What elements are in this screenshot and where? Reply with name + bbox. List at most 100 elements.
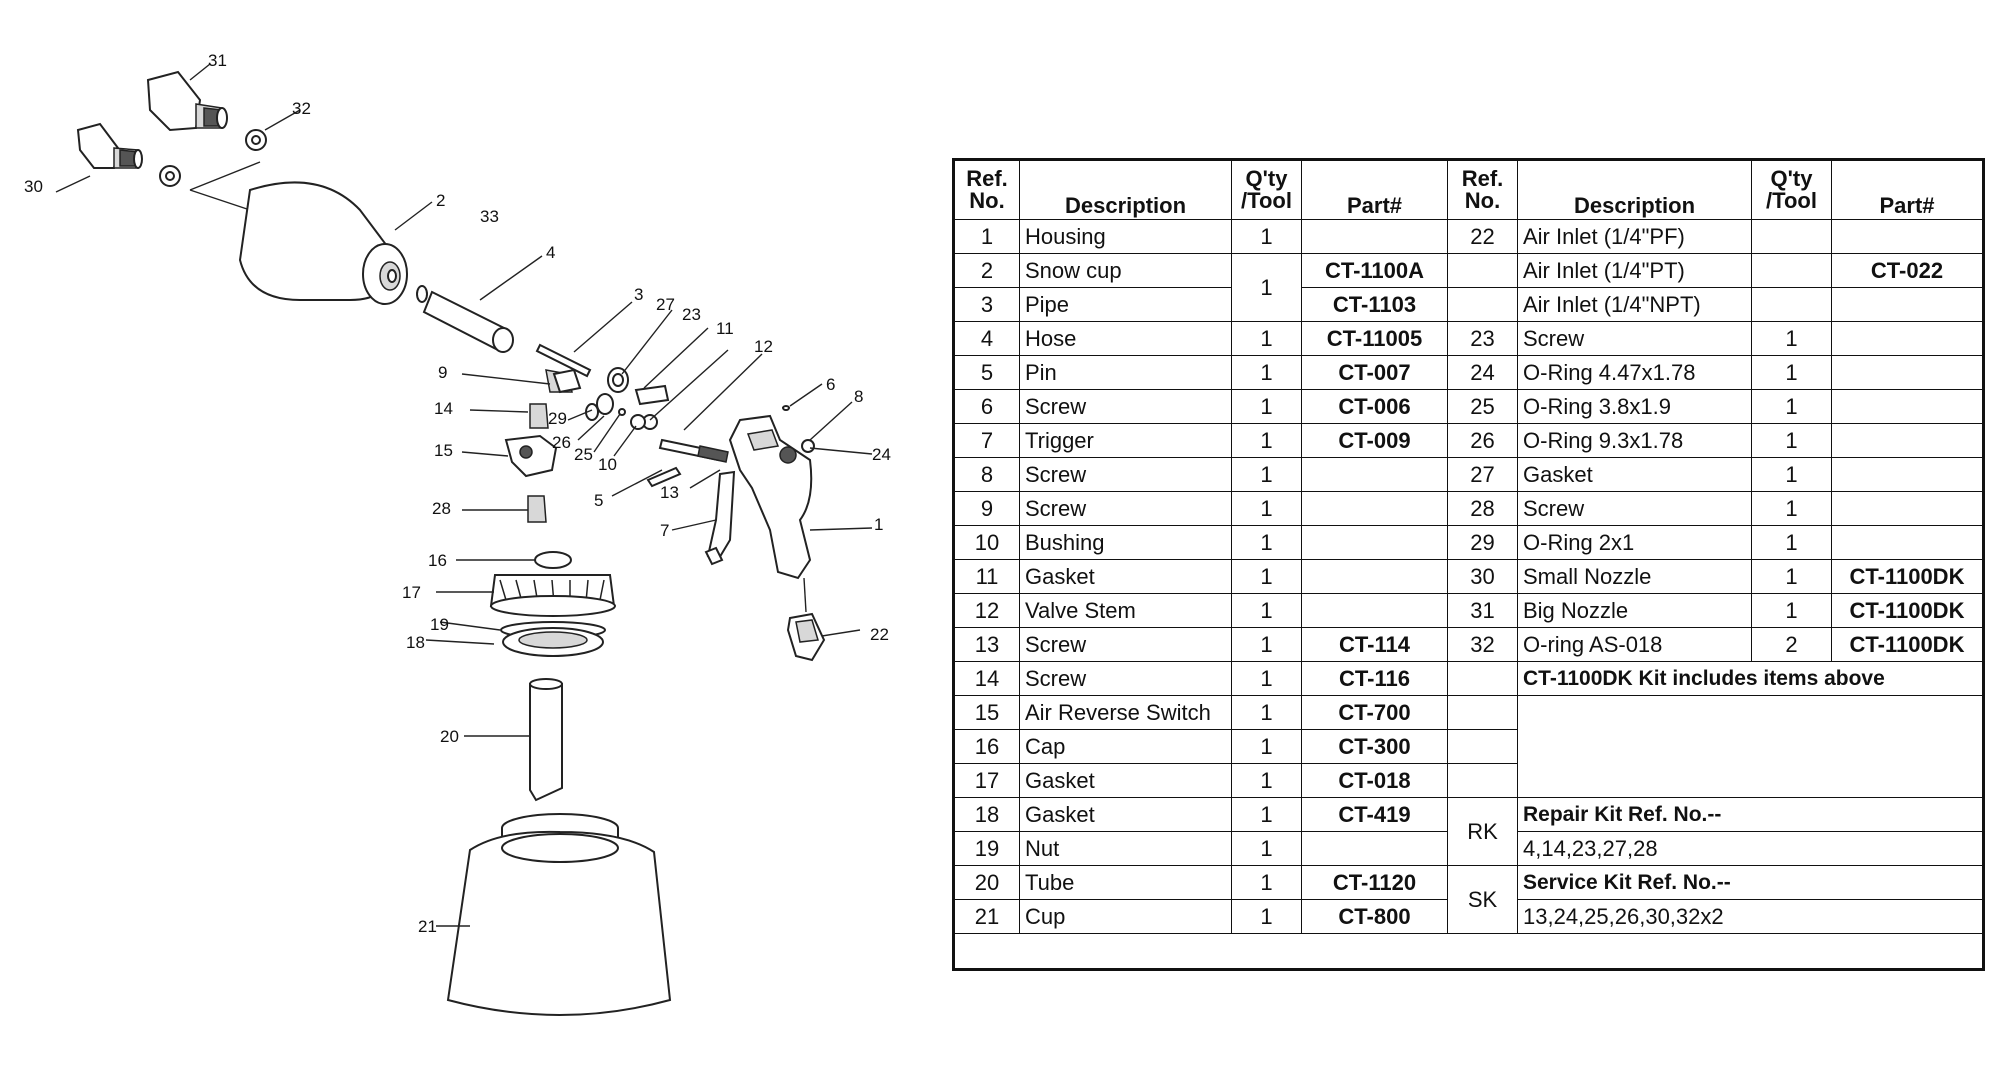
description-cell: Hose xyxy=(1019,321,1232,356)
ref-cell: 1 xyxy=(953,219,1020,254)
callout-6: 6 xyxy=(826,375,835,394)
table-row: 5 Pin 1 CT-007 24 O-Ring 4.47x1.78 1 xyxy=(953,355,1984,390)
qty-cell: 1 xyxy=(1231,457,1302,492)
qty-cell: 1 xyxy=(1231,559,1302,594)
header-description: Description xyxy=(1019,159,1232,220)
callout-22: 22 xyxy=(870,625,889,644)
part-cell xyxy=(1831,219,1984,254)
header-ref-no-right: Ref. No. xyxy=(1447,159,1518,220)
callout-8: 8 xyxy=(854,387,863,406)
qty-cell: 1 xyxy=(1231,661,1302,696)
description-cell: O-ring AS-018 xyxy=(1517,627,1752,662)
callout-17: 17 xyxy=(402,583,421,602)
ref-cell: 23 xyxy=(1447,321,1518,356)
callout-labels: 31 32 30 2 33 4 3 27 23 11 12 6 8 9 14 2… xyxy=(24,51,891,936)
ref-cell: 8 xyxy=(953,457,1020,492)
callout-15: 15 xyxy=(434,441,453,460)
callout-31: 31 xyxy=(208,51,227,70)
table-row: 21 Cup 1 CT-800 13,24,25,26,30,32x2 xyxy=(953,899,1984,934)
ref-cell: 17 xyxy=(953,763,1020,798)
header-part-no-right: Part# xyxy=(1831,159,1984,220)
description-cell: Valve Stem xyxy=(1019,593,1232,628)
description-cell: Pin xyxy=(1019,355,1232,390)
callout-2: 2 xyxy=(436,191,445,210)
qty-cell: 1 xyxy=(1231,831,1302,866)
header-qty: Q'ty /Tool xyxy=(1231,159,1302,220)
switch-parts xyxy=(504,368,582,523)
empty-block xyxy=(1517,695,1984,798)
part-cell: CT-11005 xyxy=(1301,321,1448,356)
part-cell xyxy=(1831,355,1984,390)
callout-10: 10 xyxy=(598,455,617,474)
table-row: 7 Trigger 1 CT-009 26 O-Ring 9.3x1.78 1 xyxy=(953,423,1984,458)
ref-cell: 16 xyxy=(953,729,1020,764)
description-cell: Screw xyxy=(1019,491,1232,526)
part-cell xyxy=(1831,525,1984,560)
table-row: 11 Gasket 1 30 Small Nozzle 1 CT-1100DK xyxy=(953,559,1984,594)
part-cell xyxy=(1301,219,1448,254)
hose-part xyxy=(416,285,592,378)
part-cell xyxy=(1831,491,1984,526)
description-cell: Screw xyxy=(1019,457,1232,492)
callout-16: 16 xyxy=(428,551,447,570)
qty-cell: 1 xyxy=(1231,899,1302,934)
table-row: 10 Bushing 1 29 O-Ring 2x1 1 xyxy=(953,525,1984,560)
part-cell: CT-1100DK xyxy=(1831,627,1984,662)
table-row: 8 Screw 1 27 Gasket 1 xyxy=(953,457,1984,492)
empty-cell xyxy=(1447,695,1518,730)
header-qty-right: Q'ty /Tool xyxy=(1751,159,1832,220)
part-cell: CT-007 xyxy=(1301,355,1448,390)
callout-25: 25 xyxy=(574,445,593,464)
callout-13: 13 xyxy=(660,483,679,502)
description-cell: Gasket xyxy=(1019,763,1232,798)
part-cell xyxy=(1831,287,1984,322)
qty-cell: 1 xyxy=(1751,389,1832,424)
description-cell: Big Nozzle xyxy=(1517,593,1752,628)
part-cell: CT-006 xyxy=(1301,389,1448,424)
callout-12: 12 xyxy=(754,337,773,356)
part-cell: CT-116 xyxy=(1301,661,1448,696)
empty-cell xyxy=(1447,729,1518,764)
callout-19: 19 xyxy=(430,615,449,634)
qty-cell xyxy=(1751,219,1832,254)
empty-footer-cell xyxy=(953,933,1984,970)
callout-32: 32 xyxy=(292,99,311,118)
ref-cell: 20 xyxy=(953,865,1020,900)
ref-cell: 5 xyxy=(953,355,1020,390)
callout-26: 26 xyxy=(552,433,571,452)
part-cell xyxy=(1831,321,1984,356)
ref-cell: 2 xyxy=(953,253,1020,288)
ref-cell: 32 xyxy=(1447,627,1518,662)
description-cell: Screw xyxy=(1019,627,1232,662)
qty-cell: 1 xyxy=(1231,627,1302,662)
part-cell xyxy=(1301,525,1448,560)
description-cell: Gasket xyxy=(1517,457,1752,492)
ref-cell: 9 xyxy=(953,491,1020,526)
ref-cell: 13 xyxy=(953,627,1020,662)
table-row: 9 Screw 1 28 Screw 1 xyxy=(953,491,1984,526)
ref-cell: 26 xyxy=(1447,423,1518,458)
part-cell xyxy=(1831,423,1984,458)
service-kit-ref: SK xyxy=(1447,865,1518,934)
part-cell: CT-1100A xyxy=(1301,253,1448,288)
qty-cell: 1 xyxy=(1751,559,1832,594)
description-cell: Air Reverse Switch xyxy=(1019,695,1232,730)
ref-cell: 7 xyxy=(953,423,1020,458)
ref-cell: 24 xyxy=(1447,355,1518,390)
leader-lines xyxy=(55,63,873,927)
ref-cell: 10 xyxy=(953,525,1020,560)
qty-cell: 1 xyxy=(1751,423,1832,458)
ref-cell: 4 xyxy=(953,321,1020,356)
qty-cell: 1 xyxy=(1231,321,1302,356)
o-ring-32-part xyxy=(159,129,267,211)
table-row: 2 Snow cup 1 CT-1100A Air Inlet (1/4"PT)… xyxy=(953,253,1984,322)
description-cell: Nut xyxy=(1019,831,1232,866)
ref-cell: 29 xyxy=(1447,525,1518,560)
qty-cell: 1 xyxy=(1231,491,1302,526)
part-cell: CT-1100DK xyxy=(1831,559,1984,594)
callout-1: 1 xyxy=(874,515,883,534)
qty-cell: 1 xyxy=(1231,423,1302,458)
description-cell: Screw xyxy=(1019,661,1232,696)
description-cell: Small Nozzle xyxy=(1517,559,1752,594)
table-row: 12 Valve Stem 1 31 Big Nozzle 1 CT-1100D… xyxy=(953,593,1984,628)
